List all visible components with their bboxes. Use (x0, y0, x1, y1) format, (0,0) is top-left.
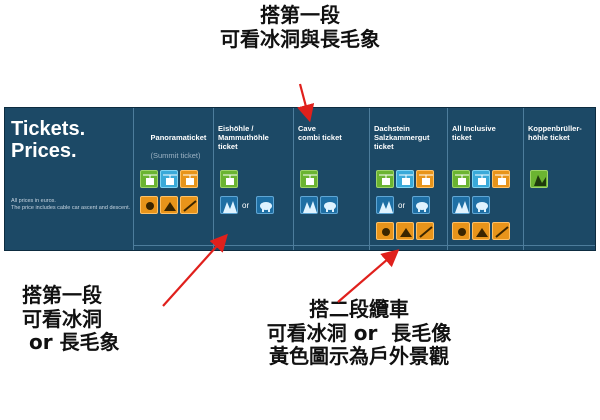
outdoor-view-icon (140, 196, 158, 214)
cave-icon (530, 170, 548, 188)
outdoor-view-icon (452, 222, 470, 240)
cable-car-icon (452, 170, 470, 188)
column-title: Koppenbrüller- höhle ticket (528, 124, 582, 142)
ice-cave-icon (376, 196, 394, 214)
arrow-right (337, 249, 400, 303)
column-title: Cave combi ticket (298, 124, 342, 142)
price-note: All prices in euros. The price includes … (11, 198, 131, 211)
panel-title: Tickets. Prices. (11, 118, 86, 162)
ice-cave-icon (300, 196, 318, 214)
column-all-inclusive[interactable]: All Inclusive ticket (447, 108, 523, 250)
cable-car-icon (492, 170, 510, 188)
column-eishoehle-mammuthoehle[interactable]: Eishöhle / Mammuthöhle ticket or (213, 108, 293, 250)
or-label: or (242, 201, 250, 210)
column-subtitle: (Summit ticket) (150, 151, 201, 160)
column-title: Panoramaticket (Summit ticket) (138, 124, 207, 169)
ice-cave-icon (220, 196, 238, 214)
ice-cave-icon (452, 196, 470, 214)
outdoor-view-icon (472, 222, 490, 240)
cable-car-icon (472, 170, 490, 188)
title-block: Tickets. Prices. All prices in euros. Th… (5, 108, 133, 250)
divider (133, 245, 595, 246)
mammoth-icon (472, 196, 490, 214)
or-label: or (398, 201, 406, 210)
annotation-right: 搭二段纜車 可看冰洞 or 長毛像 黃色圖示為戶外景觀 (266, 297, 452, 369)
outdoor-view-icon (160, 196, 178, 214)
mammoth-icon (320, 196, 338, 214)
column-title: Dachstein Salzkammergut ticket (374, 124, 430, 151)
tickets-prices-panel: Tickets. Prices. All prices in euros. Th… (4, 107, 596, 251)
cable-car-icon (140, 170, 158, 188)
annotation-top: 搭第一段 可看冰洞與長毛象 (220, 3, 380, 51)
annotation-left: 搭第一段 可看冰洞 or 長毛象 (22, 283, 120, 355)
cable-car-icon (376, 170, 394, 188)
column-panoramaticket[interactable]: Panoramaticket (Summit ticket) (133, 108, 213, 250)
cable-car-icon (220, 170, 238, 188)
column-cave-combi[interactable]: Cave combi ticket (293, 108, 369, 250)
column-koppenbrueller[interactable]: Koppenbrüller- höhle ticket (523, 108, 595, 250)
column-title: All Inclusive ticket (452, 124, 496, 142)
mammoth-icon (256, 196, 274, 214)
column-dachstein-salzkammergut[interactable]: Dachstein Salzkammergut ticket or (369, 108, 447, 250)
mammoth-icon (412, 196, 430, 214)
cable-car-icon (180, 170, 198, 188)
outdoor-view-icon (492, 222, 510, 240)
outdoor-view-icon (396, 222, 414, 240)
cable-car-icon (300, 170, 318, 188)
column-name: Panoramaticket (150, 133, 207, 142)
cable-car-icon (160, 170, 178, 188)
outdoor-view-icon (180, 196, 198, 214)
outdoor-view-icon (416, 222, 434, 240)
cable-car-icon (396, 170, 414, 188)
cable-car-icon (416, 170, 434, 188)
column-title: Eishöhle / Mammuthöhle ticket (218, 124, 269, 151)
outdoor-view-icon (376, 222, 394, 240)
